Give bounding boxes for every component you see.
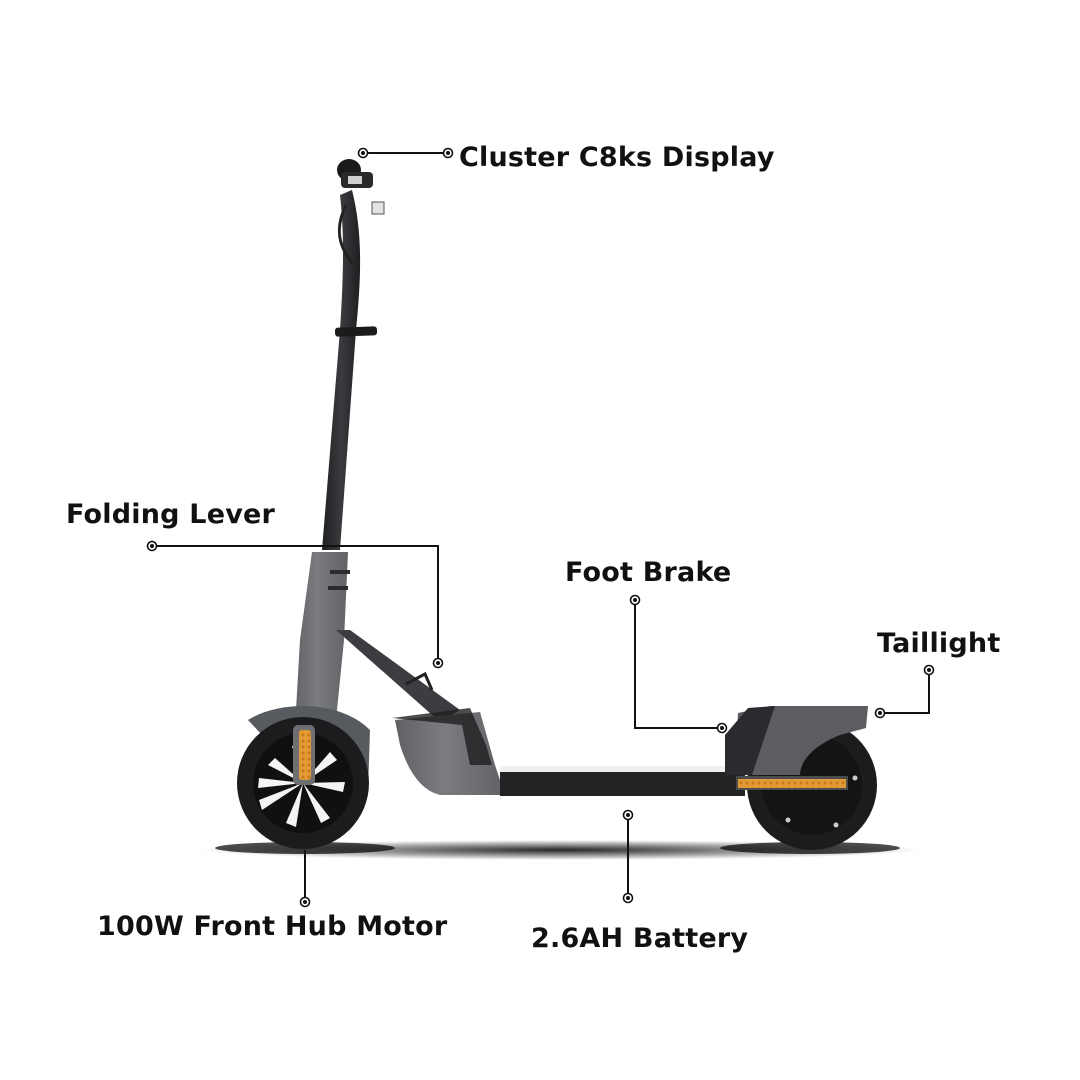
callout-display-label: Cluster C8ks Display [459,142,775,173]
down-tube [336,630,460,722]
callout-taillight-label: Taillight [877,628,1001,659]
rear-fender [725,706,868,790]
callout-lines [152,152,930,902]
ground-shadow [200,840,920,860]
callout-battery-label: 2.6AH Battery [531,923,749,954]
callout-foot-brake-label: Foot Brake [565,557,732,588]
callout-front-motor-label: 100W Front Hub Motor [97,911,448,942]
deck [500,766,745,796]
handlebar-stem [322,159,385,550]
callout-folding-lever-label: Folding Lever [66,499,276,530]
front-wheel [237,717,369,849]
folding-lever-part [405,671,434,691]
